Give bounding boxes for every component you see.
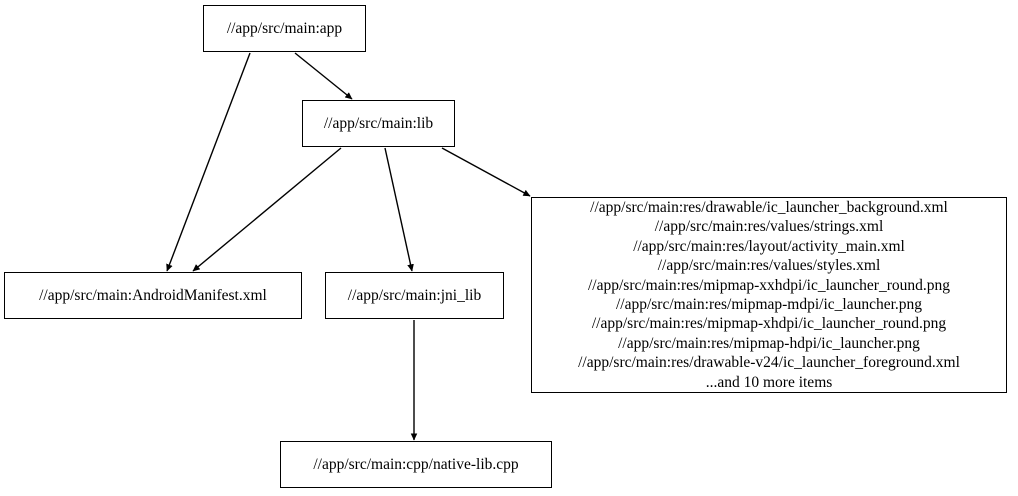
graph-node-app[interactable]: //app/src/main:app <box>203 5 366 52</box>
graph-node-lib[interactable]: //app/src/main:lib <box>302 100 455 147</box>
graph-node-label-app: //app/src/main:app <box>226 19 343 37</box>
graph-node-native_lib[interactable]: //app/src/main:cpp/native-lib.cpp <box>280 441 552 488</box>
graph-edge-lib-to-resources <box>441 147 531 197</box>
graph-node-manifest[interactable]: //app/src/main:AndroidManifest.xml <box>4 272 302 319</box>
graph-node-label-manifest: //app/src/main:AndroidManifest.xml <box>39 286 267 304</box>
graph-node-label-lib: //app/src/main:lib <box>323 114 434 132</box>
graph-edge-lib-to-jni-lib <box>384 147 414 272</box>
graph-node-label-native_lib: //app/src/main:cpp/native-lib.cpp <box>313 455 519 473</box>
graph-node-label-jni_lib: //app/src/main:jni_lib <box>347 286 482 304</box>
graph-node-jni_lib[interactable]: //app/src/main:jni_lib <box>325 272 504 319</box>
graph-edge-app-to-manifest <box>166 52 251 272</box>
graph-edge-app-to-lib <box>294 52 353 100</box>
graph-node-resources[interactable]: //app/src/main:res/drawable/ic_launcher_… <box>531 197 1007 393</box>
graph-node-label-resources: //app/src/main:res/drawable/ic_launcher_… <box>578 198 960 391</box>
graph-edge-lib-to-manifest <box>192 147 342 272</box>
